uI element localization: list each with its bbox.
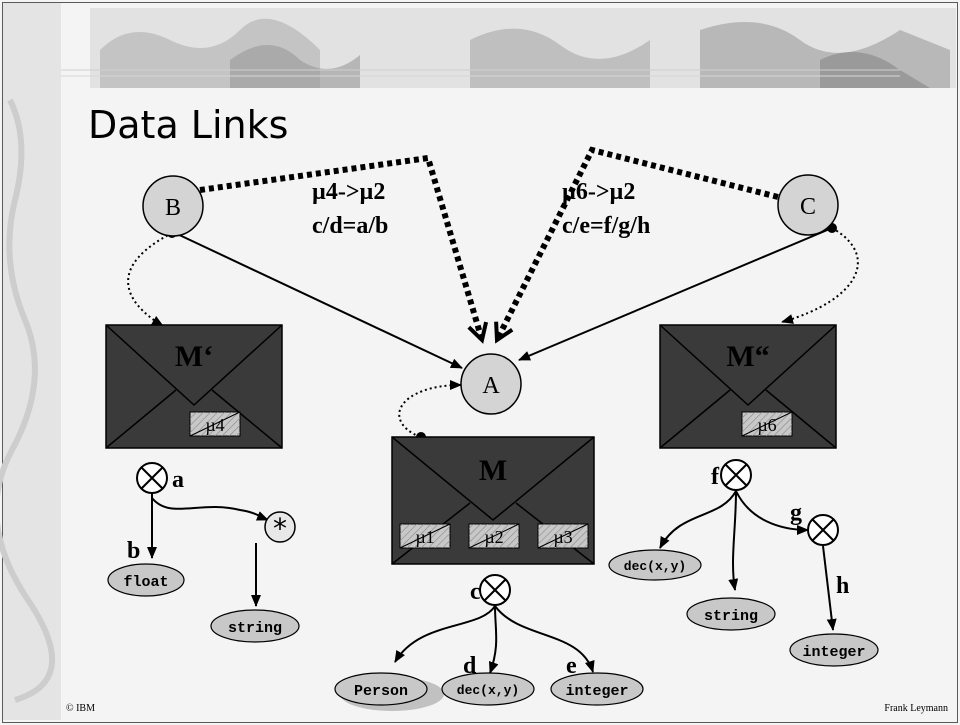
data-link-arrow-left <box>199 154 482 340</box>
type-oval-integer-right: integer <box>789 633 879 667</box>
type-integer-right-text: integer <box>802 644 865 661</box>
datalink-left-line2: c/d=a/b <box>312 213 388 239</box>
type-integer-center-text: integer <box>565 683 628 700</box>
center-tree-label-e: e <box>566 653 577 679</box>
slide-title: Data Links <box>88 103 288 147</box>
center-type-tree: c d e Person dec(x,y) integer <box>334 574 644 711</box>
part-mu6: µ6 <box>757 415 776 435</box>
assoc-m-a <box>398 380 462 438</box>
type-oval-dec-right: dec(x,y) <box>608 549 702 581</box>
type-oval-integer-center: integer <box>550 672 644 706</box>
right-tree-root-label: f <box>711 464 720 490</box>
texture-stroke <box>0 98 56 703</box>
node-c-label: C <box>800 194 816 220</box>
node-a[interactable]: A <box>460 353 522 415</box>
message-m-prime[interactable]: M‘ µ4 <box>105 324 283 449</box>
node-b-label: B <box>165 195 181 221</box>
message-m-dprime[interactable]: M“ µ6 <box>659 324 837 449</box>
type-dec-right-text: dec(x,y) <box>624 559 686 574</box>
type-float-text: float <box>123 574 168 591</box>
type-string-left-text: string <box>228 620 282 637</box>
footer-author: Frank Leymann <box>884 703 948 714</box>
message-m-prime-label: M‘ <box>175 340 213 373</box>
control-connector-c-a <box>518 227 833 361</box>
message-m-label: M <box>479 454 507 487</box>
footer-copyright: © IBM <box>66 703 95 714</box>
type-dec-center-text: dec(x,y) <box>457 683 519 698</box>
part-mu2: µ2 <box>484 527 503 547</box>
part-mu3: µ3 <box>553 527 572 547</box>
type-oval-dec-center: dec(x,y) <box>441 672 535 706</box>
part-mu1: µ1 <box>415 527 434 547</box>
center-tree-root-label: c <box>470 579 481 605</box>
repeat-node-icon <box>264 511 296 543</box>
svg-text:*: * <box>273 512 287 545</box>
type-oval-string-left: string <box>210 609 300 643</box>
right-tree-label-h: h <box>836 573 849 599</box>
type-oval-person: Person <box>334 672 444 711</box>
node-a-label: A <box>482 373 500 399</box>
node-c[interactable]: C <box>777 174 839 236</box>
part-box-mu2: µ2 <box>468 523 520 549</box>
part-mu4: µ4 <box>205 415 224 435</box>
control-connector-b-a <box>172 231 463 369</box>
type-oval-string-right: string <box>686 597 776 631</box>
assoc-c-mdprime <box>781 227 859 324</box>
right-type-tree: f g h dec(x,y) string integer <box>608 459 879 667</box>
part-box-mu1: µ1 <box>399 523 451 549</box>
right-tree-label-g: g <box>790 500 802 526</box>
assoc-b-mprime <box>127 232 173 327</box>
datalink-left-line1: µ4->µ2 <box>312 179 385 205</box>
datalink-right-line2: c/e=f/g/h <box>562 213 650 239</box>
node-b[interactable]: B <box>142 175 204 237</box>
left-type-tree: a b * float string <box>107 462 300 643</box>
datalink-right-line1: µ6->µ2 <box>562 179 635 205</box>
type-person-text: Person <box>354 683 408 700</box>
message-m[interactable]: M µ1 µ2 µ3 <box>391 436 595 565</box>
left-tree-root-label: a <box>172 467 184 493</box>
data-link-arrow-right <box>497 146 779 340</box>
part-box-mu3: µ3 <box>537 523 589 549</box>
decorative-banner <box>30 8 956 88</box>
type-oval-float: float <box>107 563 185 597</box>
type-string-right-text: string <box>704 608 758 625</box>
center-tree-label-d: d <box>463 653 477 679</box>
left-tree-child-label: b <box>127 538 140 564</box>
message-m-dprime-label: M“ <box>726 340 769 373</box>
